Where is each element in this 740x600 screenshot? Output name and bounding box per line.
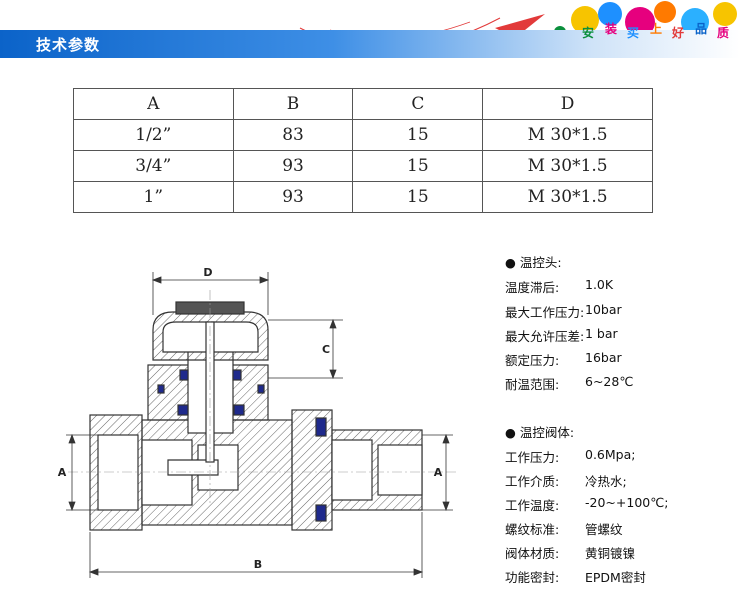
table-cell: 83 [232,119,354,151]
spec-label: 工作介质: [505,474,560,489]
spec-label: 阀体材质: [505,546,560,561]
brand-char: 品 [695,22,708,36]
table-row: 3/4” 93 15 M 30*1.5 [73,150,653,182]
brand-char: 质 [717,26,730,40]
column-header-c: C [352,88,484,120]
page-header: 技术参数 安装买上好品质 [0,0,740,60]
dimension-label-a-left: A [58,466,67,479]
table-cell: 3/4” [73,150,234,182]
spec-label: 功能密封: [505,570,560,585]
spec-label: 最大允许压差: [505,329,585,344]
spec-value: 0.6Mpa; [585,447,636,462]
spec-value: 冷热水; [585,474,627,489]
title-bar [0,30,740,58]
brand-char: 上 [650,22,663,36]
spec-value: EPDM密封 [585,570,646,585]
dimension-table: A B C D 1/2” 83 15 M 30*1.5 3/4” 93 15 M… [73,88,653,213]
spec-label: 温度滞后: [505,280,560,295]
table-cell: 93 [232,150,354,182]
spec-value: 10bar [585,302,622,317]
dimension-label-c: C [322,343,330,356]
spec-label: 最大工作压力: [505,305,585,320]
spec-label: 工作温度: [505,498,560,513]
header-decoration [299,1,737,50]
spec-value: 管螺纹 [585,522,623,537]
spec-label: 额定压力: [505,353,560,368]
table-cell: M 30*1.5 [482,150,653,182]
dimension-label-a-right: A [434,466,443,479]
spec-label: 工作压力: [505,450,560,465]
table-cell: 93 [232,181,354,213]
table-cell: 15 [352,181,484,213]
table-cell: 15 [352,119,484,151]
spec-value: 16bar [585,350,622,365]
section-title-thermostatic-head: ● 温控头: [505,255,562,270]
column-header-a: A [73,88,234,120]
spec-value: 1.0K [585,277,614,292]
column-header-d: D [482,88,653,120]
table-cell: M 30*1.5 [482,181,653,213]
dimension-label-d: D [203,266,212,279]
table-cell: 1/2” [73,119,234,151]
table-cell: M 30*1.5 [482,119,653,151]
brand-char: 好 [672,26,685,40]
brand-char: 装 [605,22,618,36]
spec-value: -20~+100℃; [585,495,669,510]
valve-cross-section-drawing: D C A A B [58,266,458,578]
section-title-valve-body: ● 温控阀体: [505,425,575,440]
dimension-label-b: B [254,558,262,571]
column-header-b: B [232,88,354,120]
brand-char: 安 [582,26,595,40]
spec-value: 6~28℃ [585,374,634,389]
table-cell: 1” [73,181,234,213]
brand-char: 买 [627,26,640,40]
table-cell: 15 [352,150,484,182]
page-title: 技术参数 [36,36,101,54]
table-row: 1” 93 15 M 30*1.5 [73,181,653,213]
table-header-row: A B C D [73,88,653,120]
table-row: 1/2” 83 15 M 30*1.5 [73,119,653,151]
spec-label: 螺纹标准: [505,522,560,537]
spec-label: 耐温范围: [505,377,560,392]
spec-value: 1 bar [585,326,618,341]
spec-value: 黄铜镀镍 [585,546,636,561]
